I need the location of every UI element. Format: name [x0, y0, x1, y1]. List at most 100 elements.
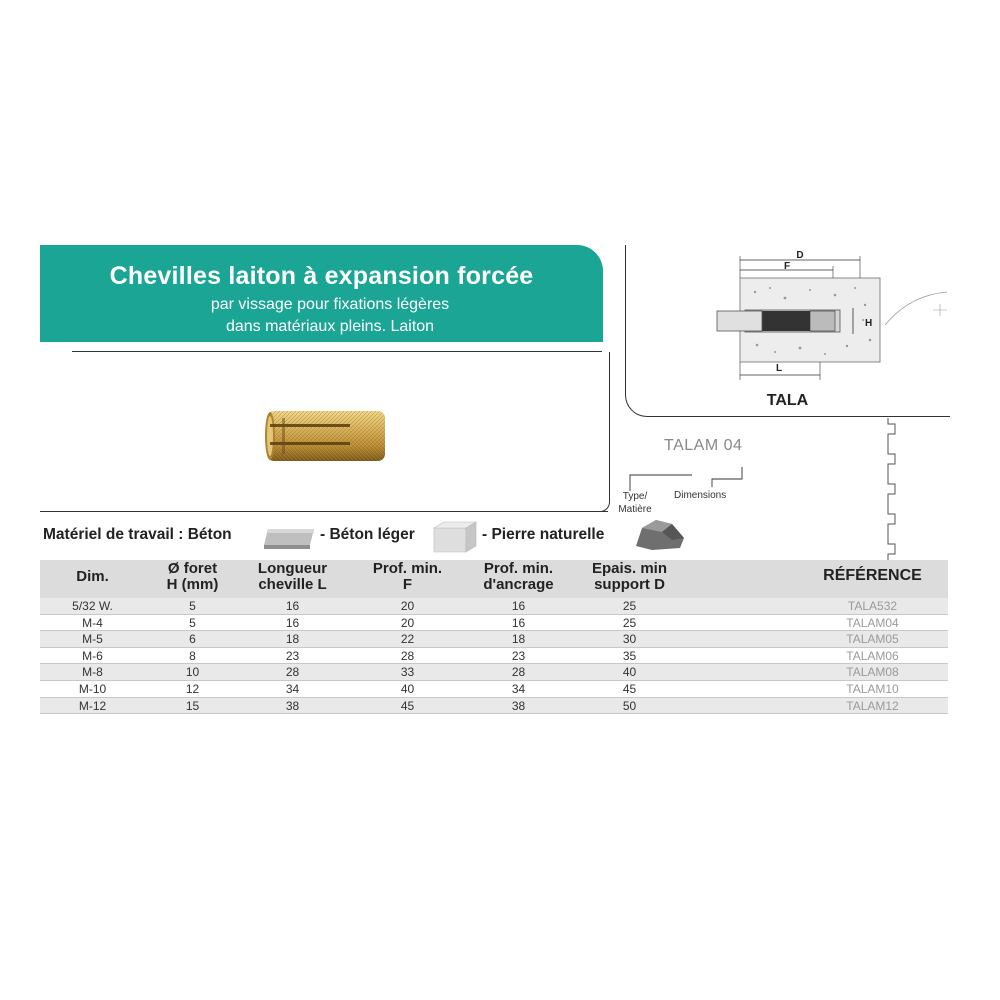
brass-anchor-image	[265, 411, 385, 461]
cell-longueur: 23	[285, 648, 300, 663]
cell-foret: 6	[189, 632, 196, 647]
column-header-epais-line2: support D	[594, 576, 665, 593]
cell-dim: M-5	[82, 632, 103, 647]
column-header-longueur-line2: cheville L	[258, 576, 327, 593]
cell-epais: 35	[622, 648, 637, 663]
code-legend-lines	[629, 467, 743, 491]
column-header-prof: Prof. min. F	[355, 561, 460, 593]
cell-ancrage: 34	[511, 682, 526, 696]
cell-ancrage: 16	[511, 615, 526, 630]
header-banner	[40, 245, 603, 342]
column-header-foret: Ø foret H (mm)	[140, 561, 245, 593]
cell-reference: TALAM05	[846, 632, 899, 647]
natural-stone-icon	[636, 520, 684, 550]
cell-longueur: 18	[285, 632, 300, 647]
column-header-longueur-line1: Longueur	[257, 560, 328, 577]
perforated-edge	[887, 418, 896, 566]
column-header-foret-line1: Ø foret	[167, 560, 218, 577]
column-header-prof-line2: F	[402, 576, 413, 593]
page-title: Chevilles laiton à expansion forcée	[109, 262, 534, 290]
table-header-bg	[40, 560, 948, 598]
column-header-ancrage: Prof. min. d'ancrage	[466, 561, 571, 593]
cell-reference: TALAM10	[846, 682, 899, 696]
cell-prof: 45	[400, 698, 415, 713]
code-type-label: Type/ Matière	[614, 490, 656, 516]
cell-longueur: 34	[285, 682, 300, 696]
column-header-ancrage-line2: d'ancrage	[483, 576, 554, 593]
cell-ancrage: 16	[511, 599, 526, 613]
cell-reference: TALA532	[847, 599, 898, 613]
cell-foret: 10	[185, 665, 200, 680]
column-header-ancrage-line1: Prof. min.	[483, 560, 554, 577]
cell-epais: 30	[622, 632, 637, 647]
drawing-curve-decoration	[885, 291, 948, 326]
page-subtitle-line1: par vissage pour fixations légères	[210, 296, 450, 313]
cell-prof: 40	[400, 682, 415, 696]
cell-prof: 33	[400, 665, 415, 680]
drawing-label: TALA	[766, 392, 809, 409]
table-row: M-8 10 28 33 28 40 TALAM08	[40, 664, 948, 681]
cell-ancrage: 18	[511, 632, 526, 647]
column-header-epais-line1: Epais. min	[591, 560, 668, 577]
cell-prof: 20	[400, 599, 415, 613]
cell-epais: 25	[622, 615, 637, 630]
column-header-reference: RÉFÉRENCE	[823, 567, 922, 584]
cell-longueur: 16	[285, 599, 300, 613]
table-row: M-5 6 18 22 18 30 TALAM05	[40, 631, 948, 648]
technical-drawing: D F H L	[716, 250, 881, 380]
cell-reference: TALAM08	[846, 665, 899, 680]
product-frame-side	[600, 352, 610, 512]
cell-dim: M-6	[82, 648, 103, 663]
cell-foret: 8	[189, 648, 196, 663]
cell-reference: TALAM06	[846, 648, 899, 663]
column-header-prof-line1: Prof. min.	[372, 560, 443, 577]
column-header-dim: Dim.	[76, 568, 109, 585]
cell-dim: M-8	[82, 665, 103, 680]
cell-prof: 28	[400, 648, 415, 663]
cell-longueur: 28	[285, 665, 300, 680]
product-frame-bottom	[40, 511, 608, 512]
cell-longueur: 16	[285, 615, 300, 630]
cell-ancrage: 23	[511, 648, 526, 663]
dim-h-label: H	[865, 318, 872, 329]
column-header-epais: Epais. min support D	[577, 561, 682, 593]
page-subtitle-line2: dans matériaux pleins. Laiton	[225, 318, 435, 335]
light-concrete-block-icon	[432, 521, 478, 553]
cell-dim: 5/32 W.	[72, 599, 113, 613]
dim-d-label: D	[796, 250, 803, 261]
cell-reference: TALAM04	[846, 615, 899, 630]
table-row: 5/32 W. 5 16 20 16 25 TALA532	[40, 598, 948, 615]
product-frame-top	[72, 351, 602, 352]
cell-dim: M-10	[78, 682, 107, 696]
cell-foret: 5	[189, 599, 196, 613]
code-dimensions-label: Dimensions	[674, 490, 727, 501]
cell-reference: TALAM12	[846, 698, 899, 713]
materials-prefix: Matériel de travail : Béton	[43, 526, 232, 543]
code-type-line2: Matière	[618, 504, 652, 515]
cell-foret: 5	[189, 615, 196, 630]
cell-foret: 15	[185, 698, 200, 713]
column-header-longueur: Longueur cheville L	[240, 561, 345, 593]
cell-dim: M-4	[82, 615, 103, 630]
cell-ancrage: 38	[511, 698, 526, 713]
cell-ancrage: 28	[511, 665, 526, 680]
cell-foret: 12	[185, 682, 200, 696]
code-type-line1: Type/	[622, 491, 648, 502]
cell-prof: 22	[400, 632, 415, 647]
table-row: M-4 5 16 20 16 25 TALAM04	[40, 615, 948, 632]
cell-prof: 20	[400, 615, 415, 630]
cell-epais: 40	[622, 665, 637, 680]
cell-epais: 45	[622, 682, 637, 696]
table-row: M-10 12 34 40 34 45 TALAM10	[40, 681, 948, 698]
table-row: M-6 8 23 28 23 35 TALAM06	[40, 648, 948, 665]
concrete-block-icon	[264, 529, 314, 549]
dim-f-label: F	[784, 261, 790, 272]
cell-epais: 25	[622, 599, 637, 613]
code-example: TALAM 04	[664, 437, 743, 454]
cell-epais: 50	[622, 698, 637, 713]
column-header-foret-line2: H (mm)	[166, 576, 219, 593]
cell-longueur: 38	[285, 698, 300, 713]
materials-natural-stone: - Pierre naturelle	[482, 526, 605, 543]
technical-drawing-frame	[625, 245, 950, 417]
